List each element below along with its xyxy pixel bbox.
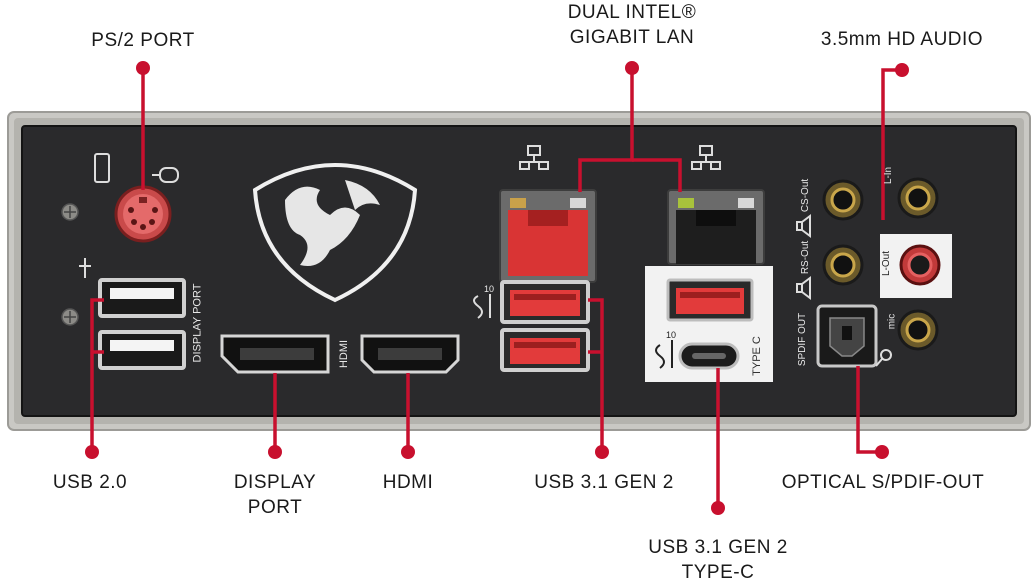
speaker-icon xyxy=(796,214,811,300)
usb31-port xyxy=(500,328,590,372)
usb-type-c-port xyxy=(678,342,740,370)
audio-jack xyxy=(897,309,939,351)
hdmi-port xyxy=(360,334,460,374)
label-optical: OPTICAL S/PDIF-OUT xyxy=(781,472,985,493)
audio-jack xyxy=(899,244,941,286)
silk-l-in: L-In xyxy=(883,166,895,185)
silk-ss10-left: 10 xyxy=(484,284,495,294)
usb-icon xyxy=(79,258,91,278)
label-lan: DUAL INTEL® GIGABIT LAN xyxy=(540,0,724,50)
audio-jack xyxy=(897,177,939,219)
label-typec: USB 3.1 GEN 2 TYPE-C xyxy=(634,535,802,585)
callout-dots xyxy=(85,61,909,515)
keyboard-icon xyxy=(94,153,110,183)
audio-jack xyxy=(822,244,864,286)
usb2-port xyxy=(98,278,186,318)
usb31-port xyxy=(666,278,754,322)
silk-display-port: DISPLAY PORT xyxy=(191,283,204,363)
network-icon xyxy=(691,145,721,170)
network-icon xyxy=(519,145,549,170)
label-audio: 3.5mm HD AUDIO xyxy=(820,29,984,50)
display-port xyxy=(220,334,330,374)
usb31-port xyxy=(500,280,590,324)
silk-rs-out: RS-Out xyxy=(800,240,812,275)
lan-port xyxy=(667,189,765,265)
silk-ss10-right: 10 xyxy=(666,330,677,340)
label-usb20: USB 2.0 xyxy=(52,472,128,493)
screw-icon xyxy=(61,203,79,326)
label-display-port-line2: PORT xyxy=(247,497,303,518)
label-lan-line1: DUAL INTEL® xyxy=(567,2,697,23)
usb2-port xyxy=(98,330,186,370)
silk-spdif-out: SPDIF OUT xyxy=(797,312,809,367)
silk-mic: mic xyxy=(886,313,898,330)
microphone-icon xyxy=(875,349,892,367)
callout-lines xyxy=(90,68,900,508)
label-lan-line2: GIGABIT LAN xyxy=(569,27,695,48)
label-display-port-line1: DISPLAY xyxy=(233,472,317,493)
label-ps2-port: PS/2 PORT xyxy=(91,30,195,51)
label-usb31: USB 3.1 GEN 2 xyxy=(534,472,674,493)
silk-type-c: TYPE C xyxy=(750,336,763,376)
label-hdmi: HDMI xyxy=(382,472,434,493)
silk-hdmi: HDMI xyxy=(338,339,351,369)
label-display-port: DISPLAY PORT xyxy=(215,470,335,520)
silk-cs-out: CS-Out xyxy=(800,178,812,213)
label-typec-line2: TYPE-C xyxy=(681,562,755,583)
silk-l-out: L-Out xyxy=(881,250,893,277)
mouse-icon xyxy=(152,167,179,183)
superspeed-usb-icon xyxy=(473,294,491,319)
audio-jack xyxy=(822,179,864,221)
ps2-port xyxy=(114,185,172,243)
superspeed-usb-icon xyxy=(655,340,673,369)
msi-dragon-logo xyxy=(252,163,418,303)
lan-port xyxy=(499,189,597,283)
label-typec-line1: USB 3.1 GEN 2 xyxy=(648,537,788,558)
optical-spdif-port xyxy=(816,304,878,368)
